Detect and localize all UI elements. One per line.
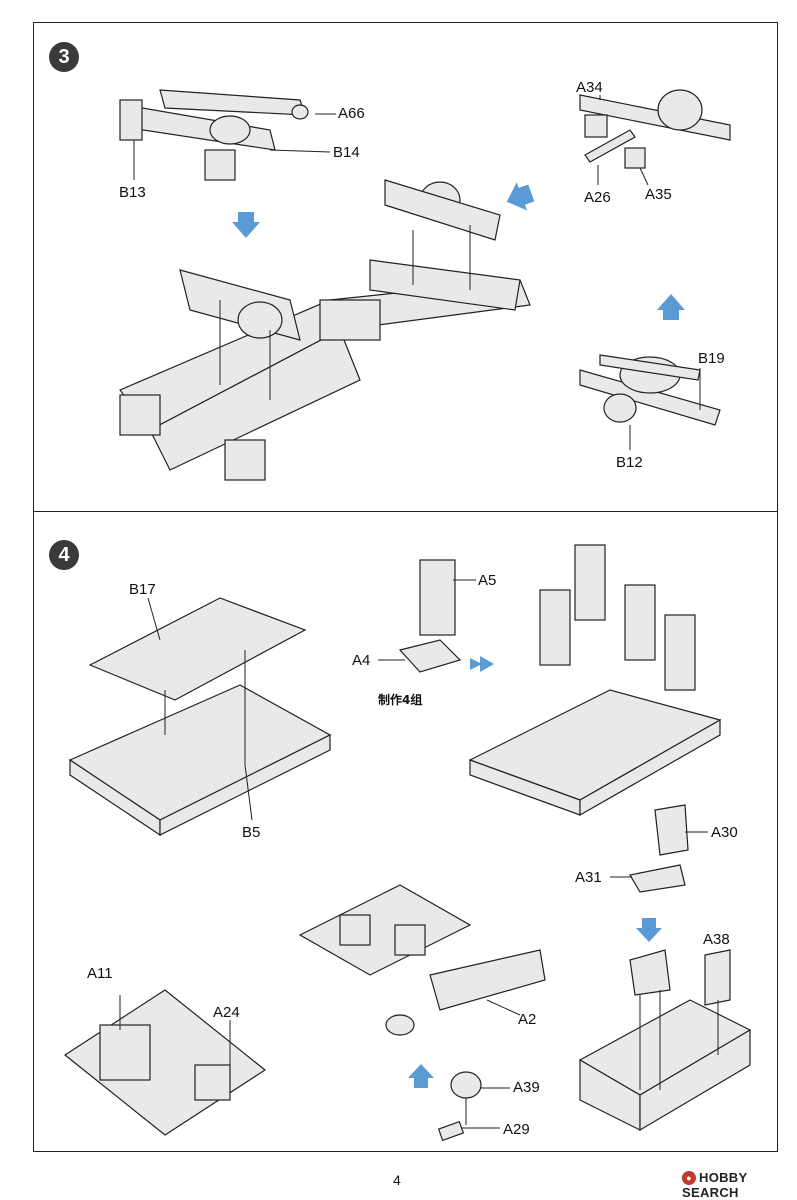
label-b19: B19 <box>698 350 725 367</box>
label-make-4-sets: 制作4组 <box>378 693 423 707</box>
label-b17: B17 <box>129 581 156 598</box>
step-divider <box>33 511 778 512</box>
label-a5: A5 <box>478 572 497 589</box>
label-b12: B12 <box>616 454 643 471</box>
label-a2: A2 <box>518 1011 537 1028</box>
label-a35: A35 <box>645 186 672 203</box>
label-a31: A31 <box>575 869 602 886</box>
watermark-text: HOBBY SEARCH <box>682 1170 748 1200</box>
label-a11: A11 <box>87 965 113 982</box>
label-a34: A34 <box>576 79 603 96</box>
label-a24: A24 <box>213 1004 240 1021</box>
label-b14: B14 <box>333 144 360 161</box>
label-a26: A26 <box>584 189 611 206</box>
label-a29: A29 <box>503 1121 530 1138</box>
page-number: 4 <box>393 1172 401 1188</box>
label-b13: B13 <box>119 184 146 201</box>
step-3-badge: 3 <box>49 42 79 72</box>
label-b5: B5 <box>242 824 261 841</box>
instruction-frame <box>33 22 778 1152</box>
step-4-badge: 4 <box>49 540 79 570</box>
watermark: ●HOBBY SEARCH <box>682 1170 797 1200</box>
label-a38: A38 <box>703 931 730 948</box>
label-a39: A39 <box>513 1079 540 1096</box>
label-a66: A66 <box>338 105 365 122</box>
watermark-logo-icon: ● <box>682 1171 696 1185</box>
label-a30: A30 <box>711 824 738 841</box>
label-a4: A4 <box>352 652 371 669</box>
